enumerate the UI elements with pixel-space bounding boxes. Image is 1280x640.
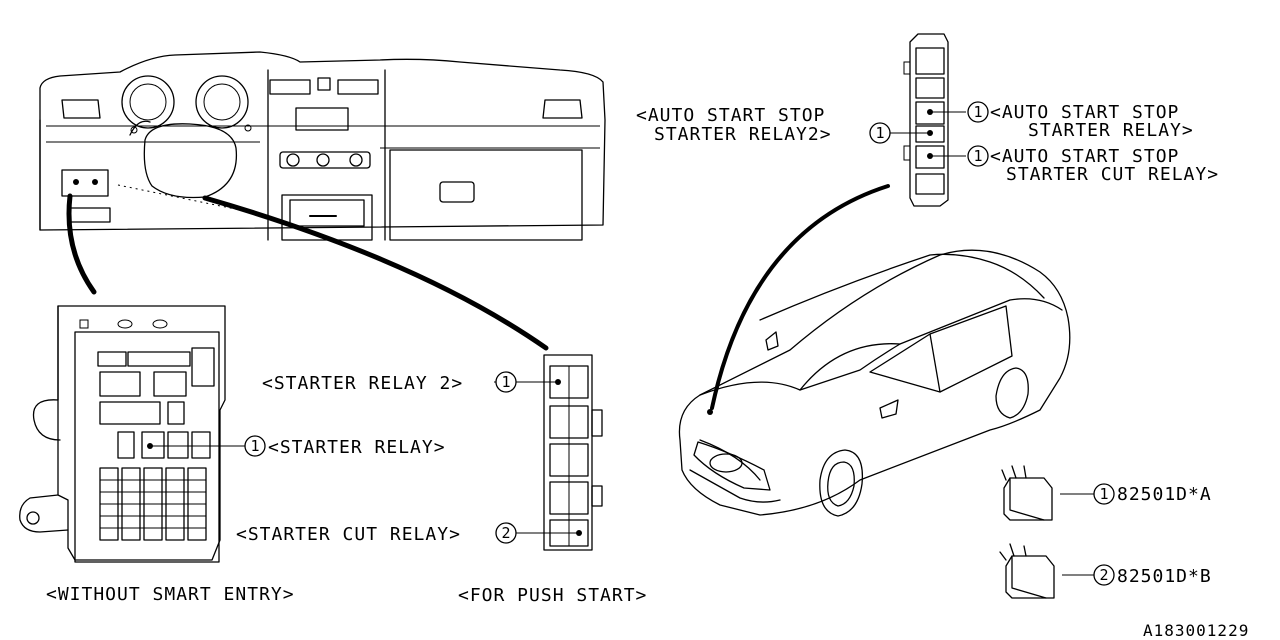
caption-for-push-start: <FOR PUSH START> — [458, 585, 647, 606]
fuse-box-illustration — [19, 305, 226, 563]
callout-auto-start-stop-relay2: 1 — [869, 122, 891, 144]
callout-part-b: 2 — [1093, 564, 1115, 586]
fuse-strips — [99, 467, 207, 541]
label-auto-start-stop-relay-line1: <AUTO START STOP — [990, 102, 1179, 123]
diagram-id: A183001229 — [1143, 621, 1249, 640]
callout-number: 2 — [501, 524, 510, 542]
label-auto-start-stop-cut-line1: <AUTO START STOP — [990, 146, 1179, 167]
callout-auto-start-stop-cut-relay: 1 — [967, 145, 989, 167]
callout-starter-relay-2: 1 — [495, 371, 517, 393]
label-auto-start-stop-relay2-line1: <AUTO START STOP — [636, 105, 825, 126]
auto-start-stop-relay-block — [903, 33, 949, 207]
callout-auto-start-stop-relay: 1 — [967, 101, 989, 123]
connector-lines — [66, 111, 1096, 576]
callout-part-a: 1 — [1093, 483, 1115, 505]
callout-number: 1 — [875, 124, 884, 142]
push-start-relay-block — [543, 354, 603, 551]
part-number-b: 82501D*B — [1117, 566, 1212, 587]
callout-number: 2 — [1099, 566, 1108, 584]
label-auto-start-stop-relay2-line2: STARTER RELAY2> — [654, 124, 832, 145]
part-number-a: 82501D*A — [1117, 484, 1212, 505]
label-starter-relay: <STARTER RELAY> — [268, 437, 446, 458]
callout-number: 1 — [1099, 485, 1108, 503]
callout-number: 1 — [501, 373, 510, 391]
label-auto-start-stop-relay-line2: STARTER RELAY> — [1028, 120, 1194, 141]
label-starter-cut-relay: <STARTER CUT RELAY> — [236, 524, 461, 545]
callout-number: 1 — [973, 103, 982, 121]
relay-part-a-illustration — [1001, 465, 1053, 521]
label-starter-relay-2: <STARTER RELAY 2> — [262, 373, 463, 394]
car-illustration — [678, 249, 1071, 517]
dashboard-illustration — [39, 51, 606, 241]
callout-number: 1 — [973, 147, 982, 165]
relay-part-b-illustration — [999, 543, 1055, 599]
label-auto-start-stop-cut-line2: STARTER CUT RELAY> — [1006, 164, 1219, 185]
caption-without-smart-entry: <WITHOUT SMART ENTRY> — [46, 584, 295, 605]
callout-starter-cut-relay: 2 — [495, 522, 517, 544]
callout-starter-relay: 1 — [244, 435, 266, 457]
callout-number: 1 — [250, 437, 259, 455]
